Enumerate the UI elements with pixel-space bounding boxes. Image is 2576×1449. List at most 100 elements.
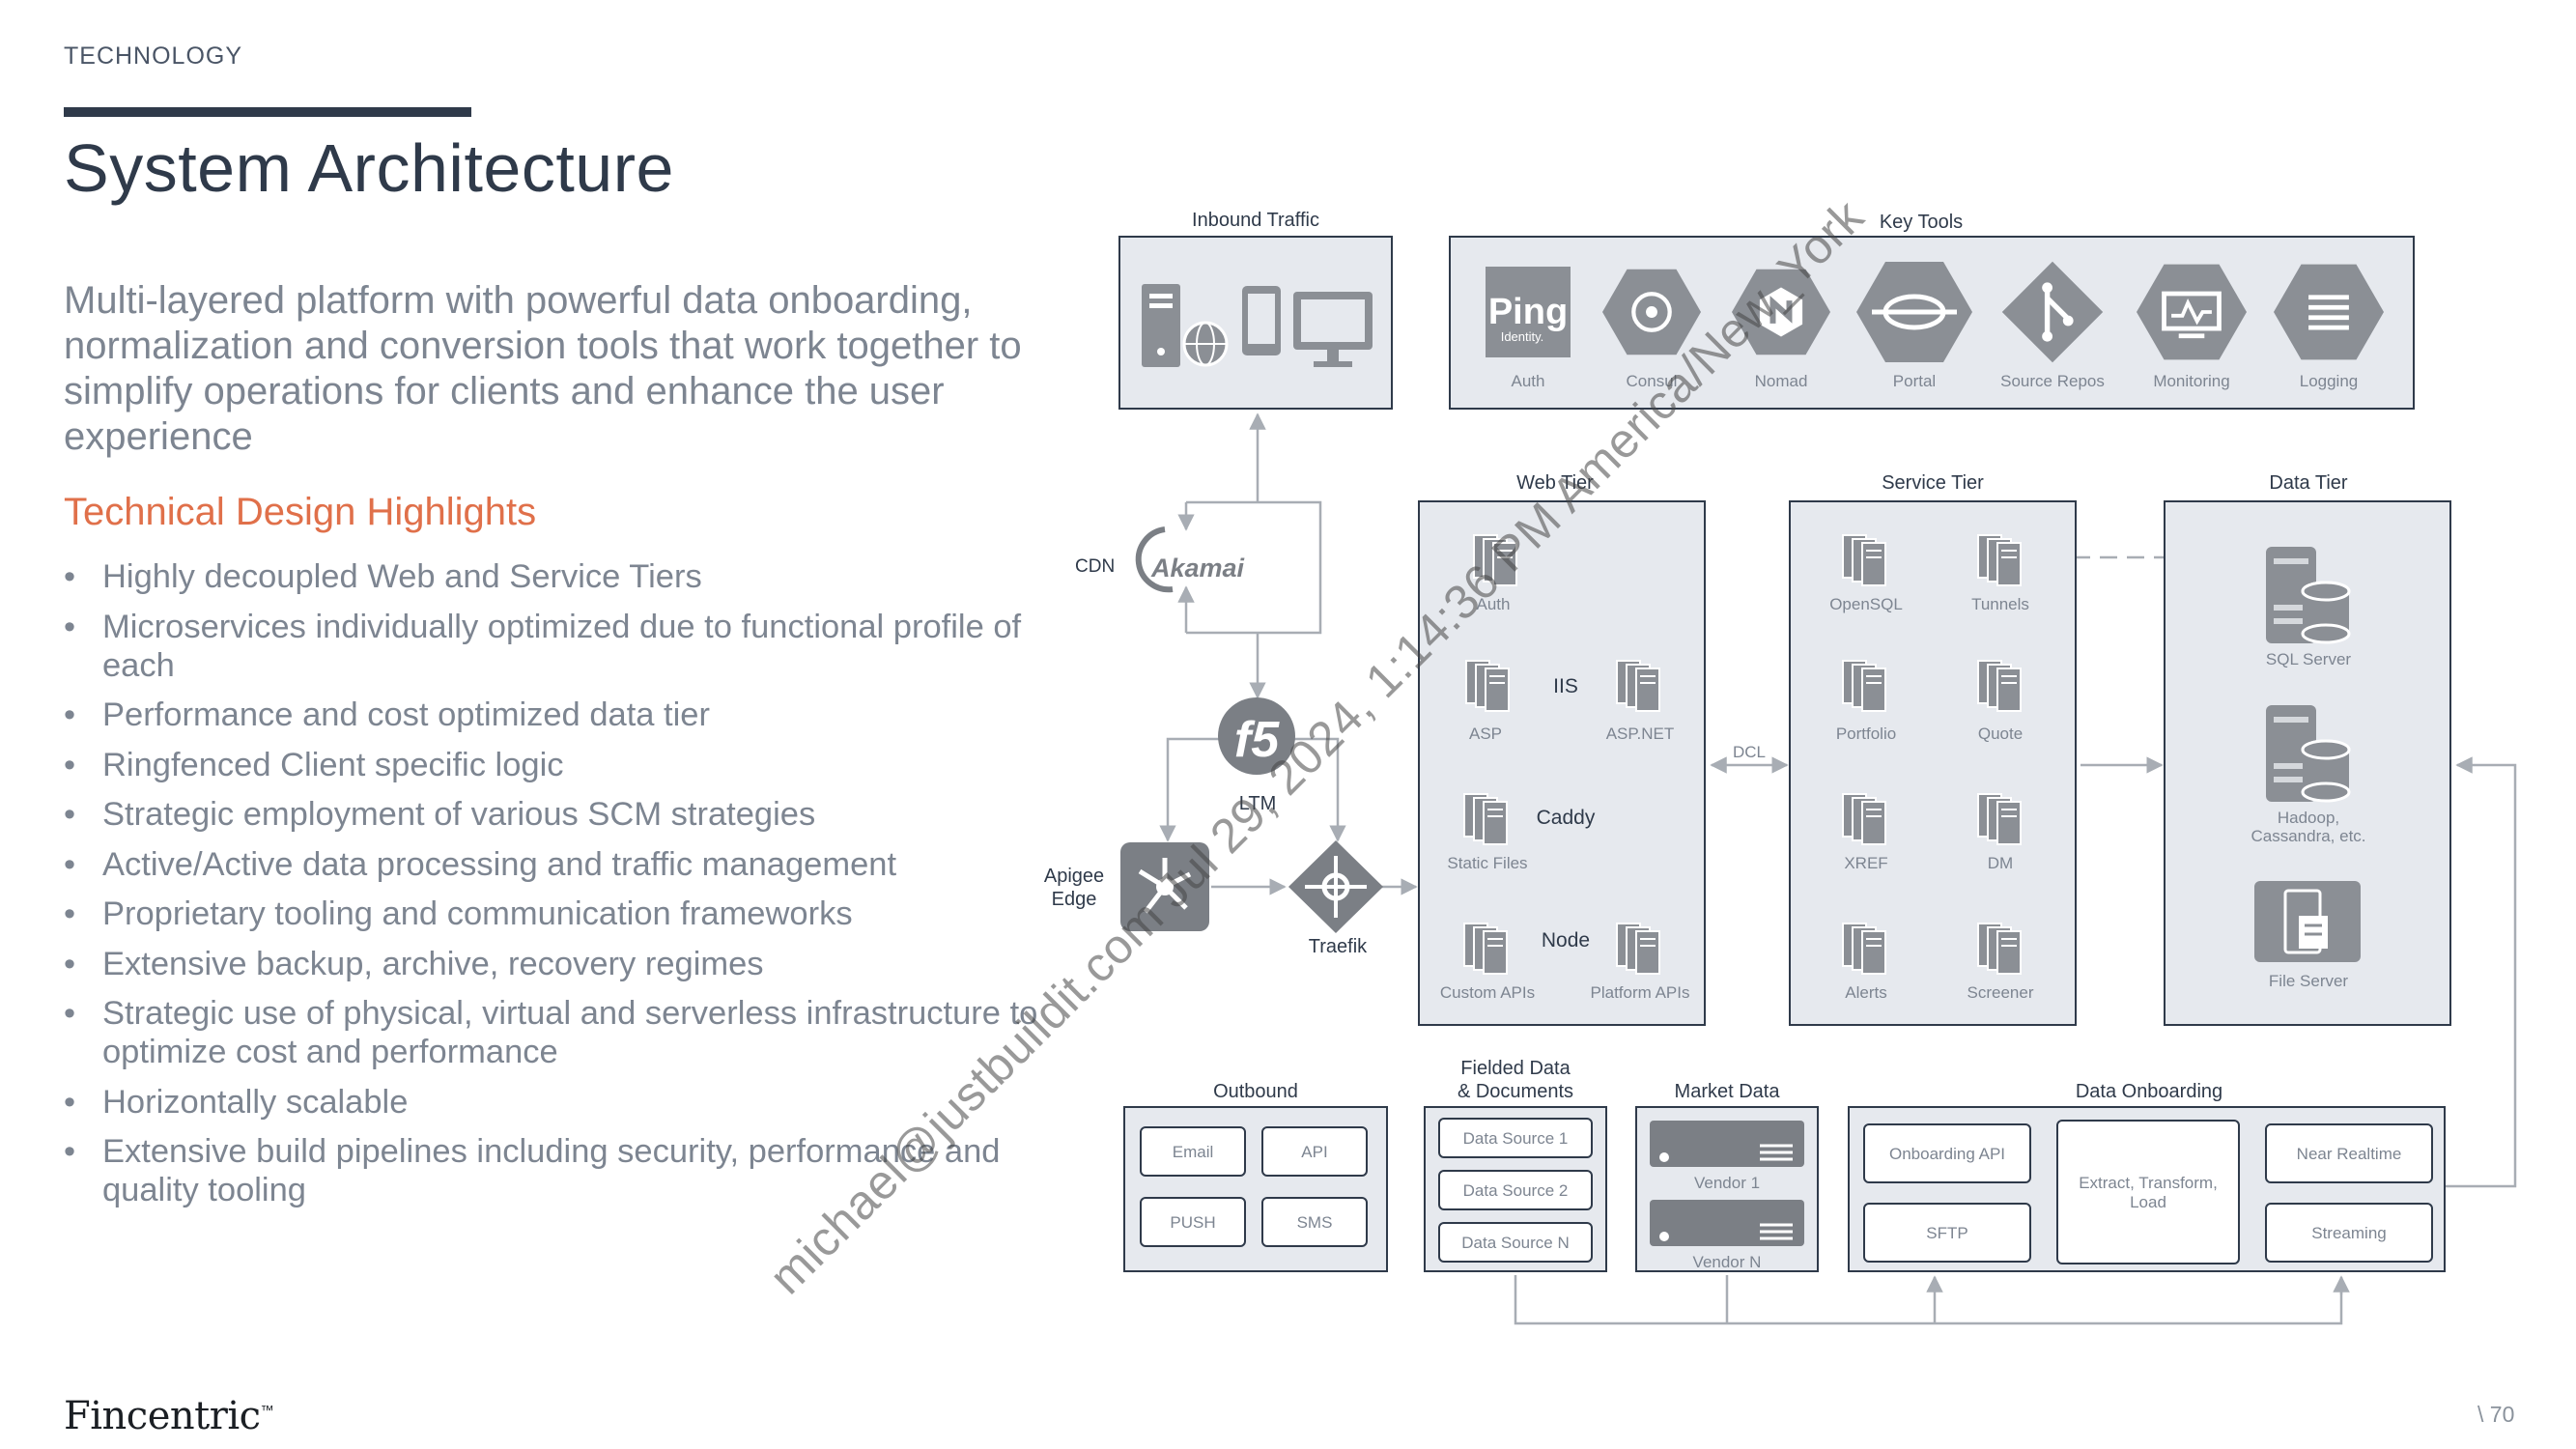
streaming-box bbox=[2265, 1203, 2433, 1263]
nomad-icon bbox=[1732, 269, 1830, 355]
data-source-box bbox=[1438, 1222, 1593, 1263]
highlight-item: Proprietary tooling and communication fr… bbox=[64, 895, 1039, 933]
svg-text:Identity.: Identity. bbox=[1501, 329, 1544, 344]
data-tier-title: Data Tier bbox=[2269, 472, 2347, 494]
key-tool-label: Auth bbox=[1512, 372, 1545, 390]
tunnels-label: Tunnels bbox=[1971, 595, 2029, 613]
data-source-box bbox=[1438, 1118, 1593, 1158]
data-source-label: Data Source N bbox=[1461, 1234, 1570, 1252]
api-label: API bbox=[1301, 1143, 1327, 1161]
asp-label: ASP bbox=[1469, 724, 1502, 743]
cdn-label: CDN bbox=[1075, 556, 1115, 577]
traefik-label: Traefik bbox=[1309, 936, 1368, 957]
screener-label: Screener bbox=[1967, 983, 2034, 1002]
node-label: Node bbox=[1542, 929, 1590, 952]
server-icon bbox=[1977, 793, 2022, 845]
key-tool-label: Monitoring bbox=[2153, 372, 2229, 390]
custom-apis-label: Custom APIs bbox=[1440, 983, 1535, 1002]
fielded-title-2: & Documents bbox=[1458, 1081, 1573, 1102]
highlight-item: Performance and cost optimized data tier bbox=[64, 696, 1039, 734]
file-server-label: File Server bbox=[2269, 972, 2349, 990]
highlights-list: Highly decoupled Web and Service Tiers M… bbox=[64, 557, 1039, 1221]
highlight-item: Ringfenced Client specific logic bbox=[64, 746, 1039, 784]
highlight-item: Horizontally scalable bbox=[64, 1083, 1039, 1122]
service-tier-title: Service Tier bbox=[1882, 472, 1984, 494]
caddy-label: Caddy bbox=[1537, 807, 1596, 829]
svg-text:f5: f5 bbox=[1234, 712, 1280, 768]
highlight-item: Extensive build pipelines including secu… bbox=[64, 1132, 1039, 1209]
vendorN-label: Vendor N bbox=[1693, 1253, 1762, 1271]
globe-icon bbox=[1182, 321, 1229, 367]
market-title: Market Data bbox=[1675, 1081, 1781, 1102]
vendor1-label: Vendor 1 bbox=[1694, 1174, 1760, 1192]
apigee-label-2: Edge bbox=[1052, 889, 1097, 910]
monitor-icon bbox=[1293, 292, 1373, 367]
sftp-label: SFTP bbox=[1926, 1224, 1967, 1242]
highlight-item: Strategic employment of various SCM stra… bbox=[64, 795, 1039, 834]
dm-label: DM bbox=[1988, 854, 2013, 872]
highlight-item: Microservices individually optimized due… bbox=[64, 608, 1039, 685]
server-icon bbox=[1977, 660, 2022, 712]
key-tools-title: Key Tools bbox=[1880, 212, 1963, 233]
highlight-item: Active/Active data processing and traffi… bbox=[64, 845, 1039, 884]
key-tool-label: Nomad bbox=[1755, 372, 1808, 390]
data-source-label: Data Source 1 bbox=[1463, 1129, 1569, 1148]
fincentric-logo: Fincentric™ bbox=[64, 1394, 274, 1438]
data-source-box bbox=[1438, 1170, 1593, 1210]
fielded-title: Fielded Data bbox=[1460, 1058, 1571, 1079]
server-icon bbox=[1842, 923, 1886, 975]
outbound-sms-box bbox=[1261, 1197, 1368, 1247]
title-rule bbox=[64, 107, 471, 117]
key-tool-label: Logging bbox=[2300, 372, 2359, 390]
key-tool-label: Consul bbox=[1627, 372, 1678, 390]
push-label: PUSH bbox=[1170, 1213, 1215, 1232]
logging-icon bbox=[2274, 264, 2384, 360]
svg-text:Akamai: Akamai bbox=[1150, 554, 1245, 582]
etl-label: Extract, Transform, bbox=[2079, 1174, 2218, 1192]
server-icon bbox=[1842, 660, 1886, 712]
iis-label: IIS bbox=[1553, 675, 1578, 697]
page-number: \ 70 bbox=[2477, 1402, 2515, 1427]
section-label: TECHNOLOGY bbox=[64, 43, 243, 70]
outbound-api-box bbox=[1261, 1126, 1368, 1177]
vendor-server-icon bbox=[1650, 1121, 1804, 1167]
file-server-icon bbox=[2254, 881, 2361, 962]
server-icon bbox=[1616, 923, 1660, 975]
highlights-heading: Technical Design Highlights bbox=[64, 491, 537, 533]
aspnet-label: ASP.NET bbox=[1606, 724, 1675, 743]
f5-icon: f5 bbox=[1218, 697, 1295, 775]
xref-label: XREF bbox=[1844, 854, 1887, 872]
sql-server-label: SQL Server bbox=[2266, 650, 2352, 668]
svg-text:Ping: Ping bbox=[1488, 292, 1568, 332]
sms-label: SMS bbox=[1297, 1213, 1333, 1232]
near-realtime-box bbox=[2265, 1123, 2433, 1183]
highlight-item: Highly decoupled Web and Service Tiers bbox=[64, 557, 1039, 596]
web-tier-title: Web Tier bbox=[1516, 472, 1594, 494]
onboarding-api-label: Onboarding API bbox=[1889, 1145, 2005, 1163]
etl-box bbox=[2056, 1120, 2240, 1264]
service-tier-box bbox=[1789, 500, 2077, 1026]
etl-label-2: Load bbox=[2130, 1193, 2166, 1211]
data-source-label: Data Source 2 bbox=[1463, 1181, 1569, 1200]
portal-icon bbox=[1856, 262, 1972, 362]
web-auth-label: Auth bbox=[1477, 595, 1511, 613]
hadoop-label-2: Cassandra, etc. bbox=[2250, 827, 2365, 845]
apigee-icon bbox=[1120, 842, 1209, 931]
key-tool-label: Portal bbox=[1893, 372, 1936, 390]
streaming-label: Streaming bbox=[2311, 1224, 2386, 1242]
portfolio-label: Portfolio bbox=[1836, 724, 1896, 743]
highlight-item: Extensive backup, archive, recovery regi… bbox=[64, 945, 1039, 983]
monitoring-icon bbox=[2137, 264, 2247, 360]
consul-icon bbox=[1602, 269, 1701, 355]
server-icon bbox=[1842, 793, 1886, 845]
ltm-label: LTM bbox=[1239, 793, 1277, 814]
sftp-box bbox=[1863, 1203, 2031, 1263]
server-icon bbox=[1977, 923, 2022, 975]
hadoop-label: Hadoop, bbox=[2278, 809, 2339, 827]
ping-identity-icon: Ping Identity. bbox=[1486, 267, 1571, 357]
onboarding-title: Data Onboarding bbox=[2076, 1081, 2222, 1102]
page-title: System Architecture bbox=[64, 130, 674, 206]
akamai-logo: Akamai bbox=[1135, 526, 1245, 593]
email-label: Email bbox=[1173, 1143, 1214, 1161]
traefik-icon bbox=[1288, 840, 1383, 933]
